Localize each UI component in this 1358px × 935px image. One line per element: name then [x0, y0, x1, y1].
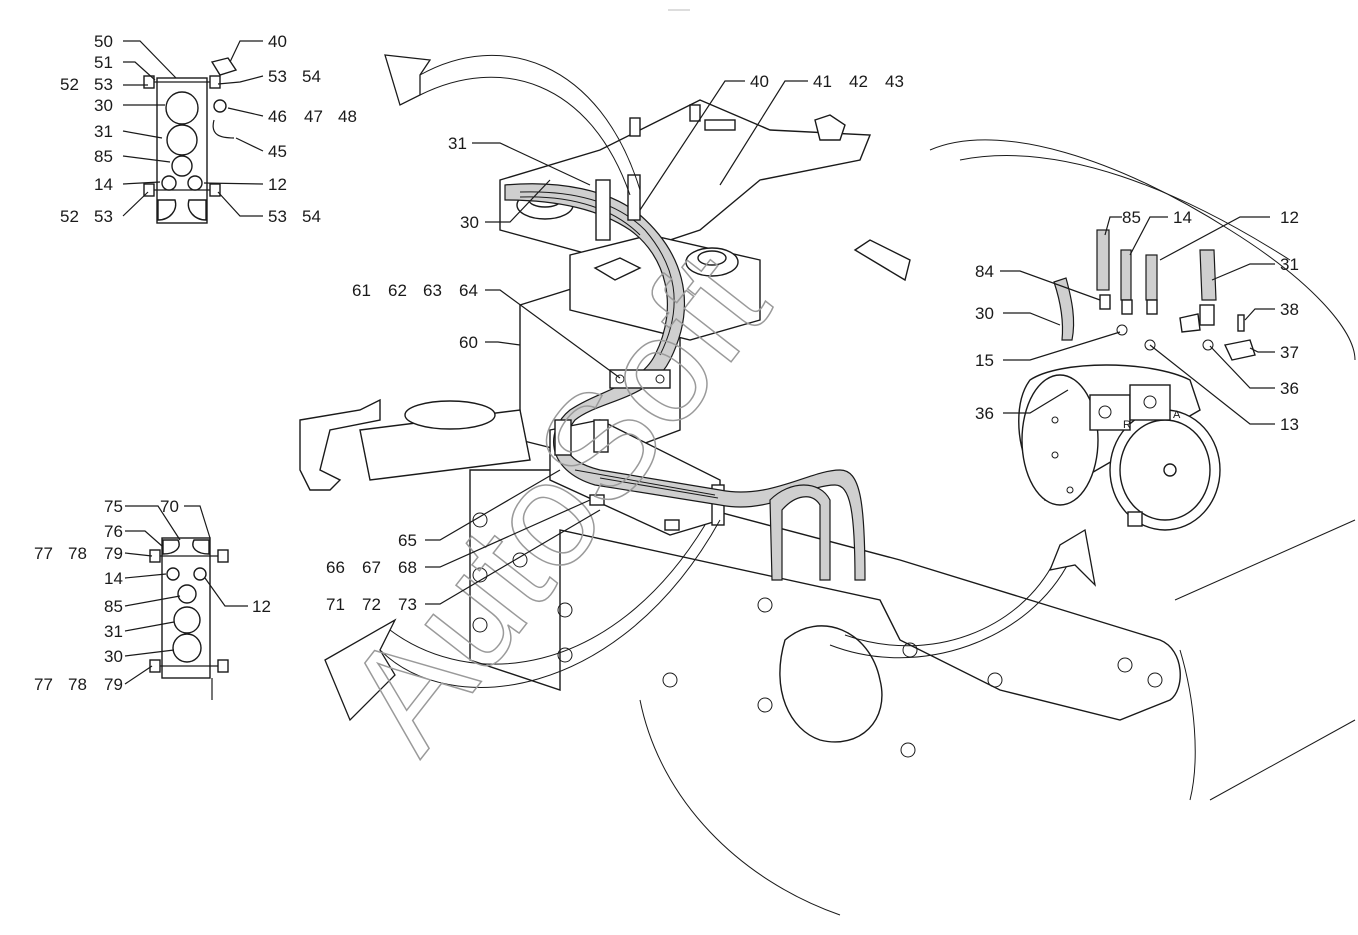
callout: 77 — [34, 675, 53, 694]
callout: 14 — [94, 175, 113, 194]
callout: 15 — [975, 351, 994, 370]
callout: 30 — [94, 96, 113, 115]
callout: 50 — [94, 32, 113, 51]
left-cylinder — [299, 398, 531, 491]
motor-port-r: R — [1123, 419, 1131, 431]
callout: 14 — [104, 569, 123, 588]
callout: 75 — [104, 497, 123, 516]
callout: 76 — [104, 522, 123, 541]
callout: 52 — [60, 75, 79, 94]
callout: 79 — [104, 544, 123, 563]
drive-motor: R A — [1018, 364, 1221, 531]
callout: 62 — [388, 281, 407, 300]
clamp-detail-top — [143, 57, 238, 224]
callout: 43 — [885, 72, 904, 91]
callout: 78 — [68, 675, 87, 694]
main-frame-plate — [469, 469, 1181, 758]
callout: 68 — [398, 558, 417, 577]
callout: 13 — [1280, 415, 1299, 434]
callout: 54 — [302, 207, 321, 226]
callout: 40 — [268, 32, 287, 51]
callout: 36 — [975, 404, 994, 423]
callout: 45 — [268, 142, 287, 161]
callout: 78 — [68, 544, 87, 563]
leader-lines — [122, 40, 1275, 685]
callout: 70 — [160, 497, 179, 516]
central-housing — [519, 234, 761, 461]
callout: 12 — [268, 175, 287, 194]
callouts-bottom-left: 75 70 76 77 78 79 14 85 31 30 12 77 78 7… — [34, 497, 271, 694]
callout: 77 — [34, 544, 53, 563]
callout: 40 — [750, 72, 769, 91]
callout: 41 — [813, 72, 832, 91]
callout: 72 — [362, 595, 381, 614]
callout: 30 — [975, 304, 994, 323]
callout: 14 — [1173, 208, 1192, 227]
callout: 46 — [268, 107, 287, 126]
callout: 71 — [326, 595, 345, 614]
callout: 60 — [459, 333, 478, 352]
callouts-top-left: 50 51 52 53 30 31 85 14 52 53 40 53 54 4… — [60, 32, 357, 226]
motor-hoses — [1053, 229, 1256, 361]
callout: 85 — [104, 597, 123, 616]
callout: 84 — [975, 262, 994, 281]
callouts-right: 85 14 12 84 31 30 38 15 37 36 36 13 — [975, 208, 1299, 434]
callout: 31 — [1280, 255, 1299, 274]
callout: 65 — [398, 531, 417, 550]
callout: 31 — [104, 622, 123, 641]
hose-bundle — [504, 183, 866, 581]
callout: 31 — [448, 134, 467, 153]
callout: 47 — [304, 107, 323, 126]
callout: 12 — [252, 597, 271, 616]
callout: 73 — [398, 595, 417, 614]
callout: 31 — [94, 122, 113, 141]
callout: 12 — [1280, 208, 1299, 227]
callout: 79 — [104, 675, 123, 694]
upper-mount-plate — [499, 99, 872, 261]
direction-arrow-top — [384, 54, 641, 196]
callout: 53 — [268, 207, 287, 226]
callout: 53 — [94, 207, 113, 226]
callout: 53 — [268, 67, 287, 86]
callout: 38 — [1280, 300, 1299, 319]
hose-clamp-bracket — [554, 174, 911, 456]
roller-drum — [639, 139, 1356, 916]
callout: 37 — [1280, 343, 1299, 362]
callout: 64 — [459, 281, 478, 300]
motor-port-a: A — [1173, 409, 1181, 421]
callout: 61 — [352, 281, 371, 300]
callout: 66 — [326, 558, 345, 577]
callout: 51 — [94, 53, 113, 72]
callout: 48 — [338, 107, 357, 126]
direction-arrow-right — [829, 528, 1097, 659]
callout: 36 — [1280, 379, 1299, 398]
callout: 85 — [94, 147, 113, 166]
callout: 67 — [362, 558, 381, 577]
direction-arrow-bottom-left — [324, 519, 721, 722]
callout: 63 — [423, 281, 442, 300]
callout: 30 — [104, 647, 123, 666]
clamp-detail-bottom — [149, 537, 229, 700]
callouts-main: 40 41 42 43 31 30 61 62 63 64 60 65 66 6… — [326, 72, 904, 614]
callout: 53 — [94, 75, 113, 94]
callout: 54 — [302, 67, 321, 86]
callout: 85 — [1122, 208, 1141, 227]
callout: 52 — [60, 207, 79, 226]
callout: 42 — [849, 72, 868, 91]
callout: 30 — [460, 213, 479, 232]
